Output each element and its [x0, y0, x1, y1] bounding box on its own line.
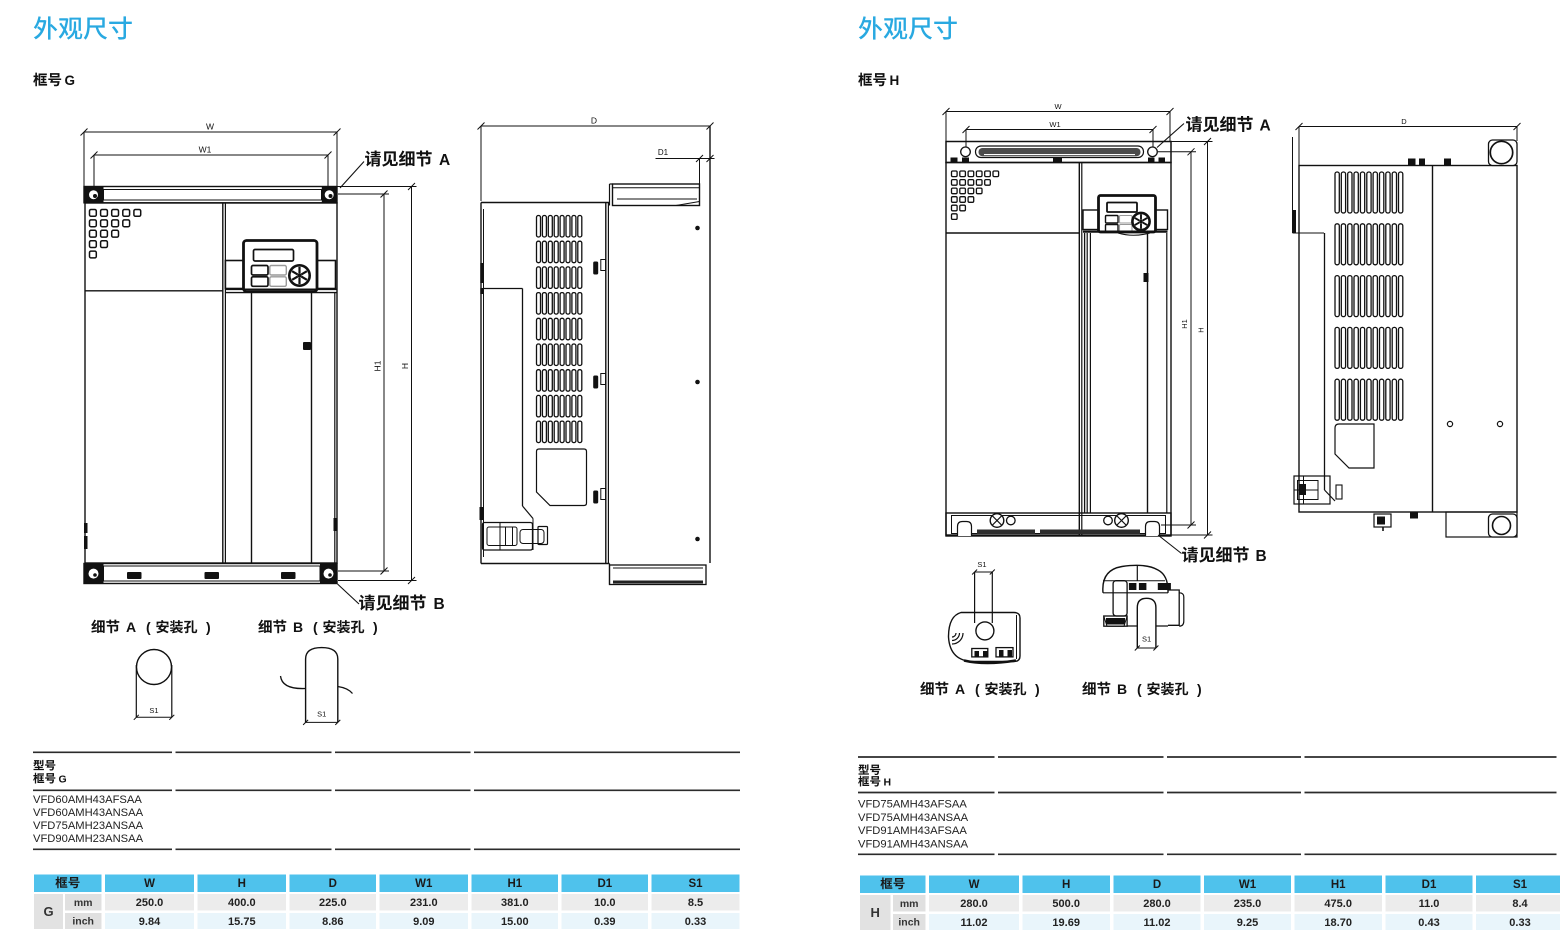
svg-text:H1: H1 [507, 878, 522, 890]
svg-text:15.75: 15.75 [228, 916, 256, 928]
svg-text:S1: S1 [1142, 635, 1151, 644]
svg-text:A: A [955, 681, 965, 697]
svg-text:G: G [59, 774, 67, 786]
svg-text:(: ( [313, 619, 318, 635]
svg-text:9.84: 9.84 [139, 916, 161, 928]
svg-text:W1: W1 [1239, 879, 1257, 891]
svg-text:15.00: 15.00 [501, 916, 529, 928]
svg-text:W1: W1 [1049, 120, 1060, 129]
svg-text:A: A [126, 619, 136, 635]
svg-text:500.0: 500.0 [1052, 898, 1080, 910]
svg-text:9.09: 9.09 [413, 916, 434, 928]
svg-text:D: D [329, 878, 337, 890]
svg-text:VFD60AMH43AFSAA: VFD60AMH43AFSAA [33, 794, 142, 806]
svg-text:W: W [969, 879, 980, 891]
svg-text:250.0: 250.0 [136, 897, 164, 909]
svg-text:D: D [591, 116, 597, 126]
svg-text:W1: W1 [415, 878, 433, 890]
svg-text:VFD91AMH43ANSAA: VFD91AMH43ANSAA [858, 838, 969, 850]
svg-text:mm: mm [900, 898, 919, 910]
svg-text:8.86: 8.86 [322, 916, 343, 928]
svg-text:280.0: 280.0 [960, 898, 988, 910]
svg-text:11.02: 11.02 [961, 917, 988, 929]
svg-text:280.0: 280.0 [1143, 898, 1171, 910]
svg-text:VFD75AMH43ANSAA: VFD75AMH43ANSAA [858, 812, 969, 824]
svg-text:(: ( [146, 619, 151, 635]
svg-text:W1: W1 [199, 145, 212, 155]
svg-text:H: H [871, 905, 880, 920]
svg-text:VFD75AMH43AFSAA: VFD75AMH43AFSAA [858, 799, 967, 811]
svg-text:B: B [1256, 548, 1267, 565]
svg-text:inch: inch [72, 916, 94, 928]
svg-text:H1: H1 [1180, 319, 1189, 329]
svg-text:): ) [1035, 681, 1040, 697]
svg-text:10.0: 10.0 [594, 897, 615, 909]
svg-text:S1: S1 [688, 878, 703, 890]
svg-text:D1: D1 [1422, 879, 1437, 891]
svg-text:381.0: 381.0 [501, 897, 529, 909]
svg-text:18.70: 18.70 [1324, 917, 1352, 929]
svg-text:H1: H1 [1331, 879, 1346, 891]
svg-text:W: W [206, 122, 214, 132]
svg-text:B: B [293, 619, 303, 635]
svg-text:H1: H1 [373, 360, 383, 371]
svg-text:H: H [1197, 327, 1206, 332]
svg-text:B: B [434, 596, 445, 613]
svg-text:11.0: 11.0 [1419, 898, 1440, 910]
svg-text:S1: S1 [1513, 879, 1528, 891]
svg-text:D: D [1401, 117, 1407, 126]
svg-text:D1: D1 [597, 878, 612, 890]
svg-text:S1: S1 [149, 706, 158, 715]
svg-text:H: H [238, 878, 246, 890]
svg-text:235.0: 235.0 [1234, 898, 1262, 910]
svg-text:): ) [373, 619, 378, 635]
svg-text:G: G [65, 73, 76, 88]
svg-text:W: W [144, 878, 155, 890]
svg-text:VFD90AMH23ANSAA: VFD90AMH23ANSAA [33, 833, 144, 845]
svg-text:9.25: 9.25 [1237, 917, 1258, 929]
svg-text:inch: inch [898, 917, 920, 929]
svg-text:(: ( [1137, 681, 1142, 697]
svg-text:0.43: 0.43 [1418, 917, 1439, 929]
svg-text:475.0: 475.0 [1324, 898, 1352, 910]
svg-text:400.0: 400.0 [228, 897, 256, 909]
svg-text:): ) [206, 619, 211, 635]
svg-text:D1: D1 [658, 148, 669, 157]
svg-text:H: H [1062, 879, 1070, 891]
svg-text:H: H [884, 777, 892, 789]
svg-text:S1: S1 [977, 560, 986, 569]
svg-text:11.02: 11.02 [1144, 917, 1171, 929]
svg-text:0.33: 0.33 [1509, 917, 1530, 929]
svg-text:8.4: 8.4 [1512, 898, 1528, 910]
svg-text:VFD91AMH43AFSAA: VFD91AMH43AFSAA [858, 825, 967, 837]
svg-text:0.33: 0.33 [685, 916, 706, 928]
svg-text:VFD60AMH43ANSAA: VFD60AMH43ANSAA [33, 807, 144, 819]
svg-text:A: A [1260, 118, 1271, 135]
svg-text:G: G [43, 904, 53, 919]
svg-text:225.0: 225.0 [319, 897, 347, 909]
svg-text:A: A [439, 152, 450, 169]
svg-text:8.5: 8.5 [688, 897, 703, 909]
svg-text:B: B [1117, 681, 1127, 697]
svg-text:S1: S1 [317, 710, 326, 719]
svg-text:mm: mm [74, 897, 93, 909]
svg-text:(: ( [975, 681, 980, 697]
svg-text:19.69: 19.69 [1052, 917, 1080, 929]
svg-text:VFD75AMH23ANSAA: VFD75AMH23ANSAA [33, 820, 144, 832]
svg-text:231.0: 231.0 [410, 897, 438, 909]
svg-text:H: H [890, 73, 900, 88]
svg-text:W: W [1054, 102, 1062, 111]
svg-text:0.39: 0.39 [594, 916, 615, 928]
svg-text:H: H [400, 363, 410, 369]
svg-text:D: D [1153, 879, 1161, 891]
svg-text:): ) [1197, 681, 1202, 697]
